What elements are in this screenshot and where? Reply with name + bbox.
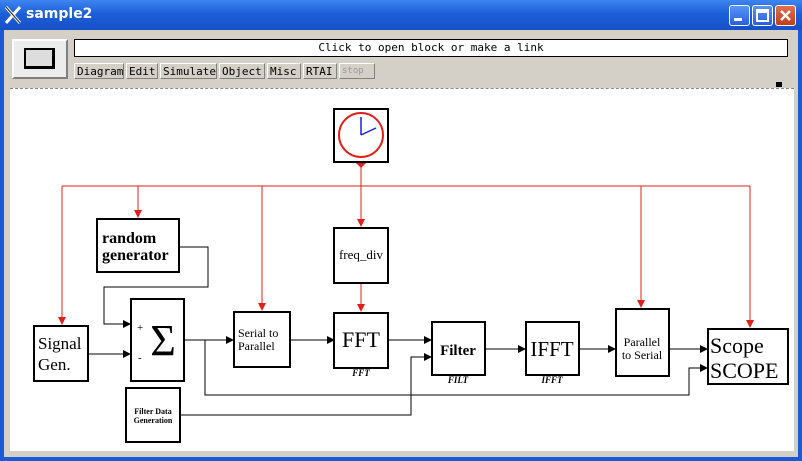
sum-minus-sign: - bbox=[138, 352, 142, 364]
close-icon bbox=[780, 10, 791, 21]
x-logo-icon bbox=[4, 5, 22, 25]
resize-grip[interactable] bbox=[776, 82, 782, 87]
window-title: sample2 bbox=[26, 6, 93, 22]
serial-to-parallel-block[interactable]: Serial to Parallel bbox=[233, 311, 291, 368]
filterdata-line1: Filter Data bbox=[134, 407, 171, 416]
filter-data-generation-block[interactable]: Filter Data Generation bbox=[125, 387, 181, 443]
event-links[interactable] bbox=[58, 163, 754, 328]
menu-rtai[interactable]: RTAI bbox=[303, 63, 337, 79]
menu-object[interactable]: Object bbox=[219, 63, 265, 79]
random-line1: random bbox=[102, 230, 157, 247]
fft-label: FFT bbox=[342, 327, 380, 352]
filter-caption: FILT bbox=[447, 375, 469, 385]
toolbar-panel: Click to open block or make a link Diagr… bbox=[10, 37, 794, 85]
menu-simulate[interactable]: Simulate bbox=[160, 63, 217, 79]
freq-div-block[interactable]: freq_div bbox=[333, 227, 389, 284]
window-frame-right bbox=[798, 30, 802, 461]
menu-stop: stop bbox=[339, 63, 375, 79]
filter-label: Filter bbox=[440, 343, 476, 359]
close-button[interactable] bbox=[775, 5, 796, 26]
sum-symbol-icon: Σ bbox=[150, 316, 176, 365]
minimize-icon bbox=[734, 18, 742, 21]
block-palette-button[interactable] bbox=[12, 39, 68, 79]
sum-plus-sign: + bbox=[137, 322, 143, 334]
clock-output-port bbox=[356, 163, 366, 168]
signal-line1: Signal bbox=[38, 334, 82, 353]
window-icon bbox=[24, 48, 55, 69]
window-frame-left bbox=[0, 30, 4, 461]
menu-diagram[interactable]: Diagram bbox=[74, 63, 124, 79]
signal-generator-block[interactable]: Signal Gen. bbox=[33, 325, 89, 382]
random-line2: generator bbox=[102, 247, 169, 264]
menu-misc[interactable]: Misc bbox=[267, 63, 301, 79]
filterdata-line2: Generation bbox=[134, 416, 173, 425]
ifft-caption: IFFT bbox=[540, 375, 563, 385]
s2p-line1: Serial to bbox=[238, 326, 278, 340]
maximize-button[interactable] bbox=[752, 5, 773, 26]
p2s-line1: Parallel bbox=[624, 335, 661, 349]
maximize-icon bbox=[756, 9, 769, 22]
diagram-canvas[interactable]: freq_div random generator Signal Gen. + … bbox=[10, 88, 794, 451]
ifft-block[interactable]: IFFT IFFT bbox=[525, 321, 580, 385]
scope-line2: SCOPE bbox=[710, 358, 778, 383]
signal-line2: Gen. bbox=[38, 355, 71, 374]
scope-line1: Scope bbox=[710, 333, 764, 358]
data-links[interactable] bbox=[89, 246, 708, 416]
window-frame-bottom bbox=[0, 457, 802, 461]
menu-edit[interactable]: Edit bbox=[126, 63, 158, 79]
link-sum-scope[interactable] bbox=[204, 340, 708, 396]
status-message-field[interactable]: Click to open block or make a link bbox=[74, 39, 788, 57]
fft-caption: FFT bbox=[351, 368, 370, 378]
link-filterdata-filter[interactable] bbox=[181, 353, 432, 416]
filter-block[interactable]: Filter FILT bbox=[431, 321, 486, 385]
sum-block[interactable]: + - Σ bbox=[130, 298, 185, 382]
fft-block[interactable]: FFT FFT bbox=[333, 312, 389, 378]
freq-div-label: freq_div bbox=[339, 247, 384, 262]
scope-block[interactable]: Scope SCOPE bbox=[707, 328, 789, 385]
minimize-button[interactable] bbox=[729, 5, 750, 26]
title-bar[interactable]: sample2 bbox=[0, 0, 802, 30]
random-generator-block[interactable]: random generator bbox=[96, 218, 180, 273]
clock-block[interactable] bbox=[333, 108, 389, 163]
link-random-sum[interactable] bbox=[103, 246, 209, 328]
p2s-line2: to Serial bbox=[622, 348, 663, 362]
parallel-to-serial-block[interactable]: Parallel to Serial bbox=[615, 308, 670, 377]
ifft-label: IFFT bbox=[530, 337, 573, 361]
s2p-line2: Parallel bbox=[238, 339, 275, 353]
